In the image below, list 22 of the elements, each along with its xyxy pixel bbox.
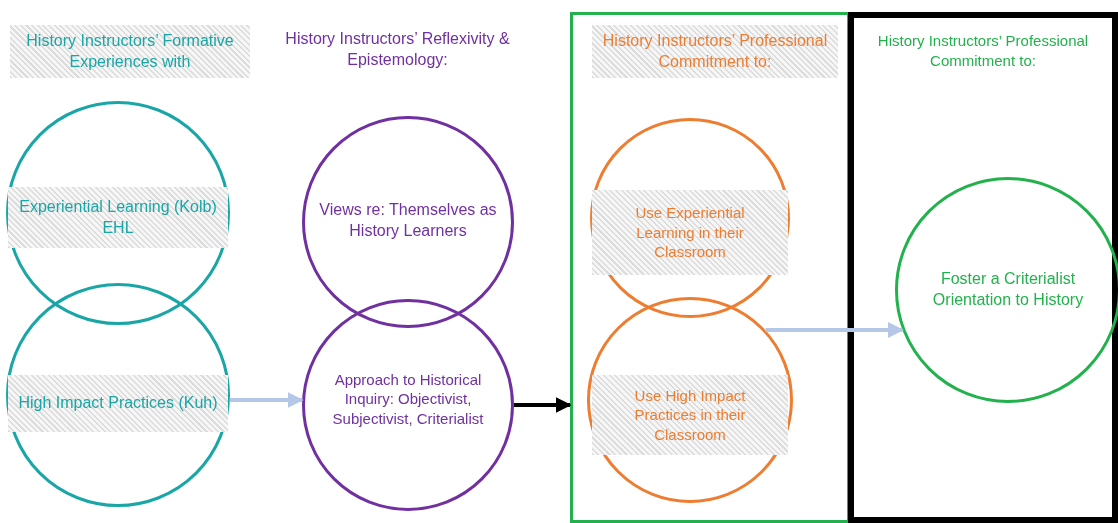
node-label: Views re: Themselves as History Learners: [318, 200, 498, 241]
column-panel: [848, 12, 1118, 523]
column-heading: History Instructors’ Reflexivity & Epistemology:: [284, 29, 511, 70]
node-label: Foster a Criterialist Orientation to History: [931, 269, 1085, 310]
arrow: [514, 397, 572, 413]
circle-node: [587, 297, 793, 503]
column-heading: History Instructors’ Professional Commitment to:: [876, 31, 1090, 71]
node-label: Approach to Historical Inquiry: Objectivist, Subjectivist, Criterialist: [331, 369, 485, 429]
circle-node: [6, 283, 230, 507]
node-label: Experiential Learning (Kolb) EHL: [8, 187, 228, 248]
circle-node: [302, 299, 514, 511]
arrow: [229, 392, 304, 408]
circle-node: [590, 118, 790, 318]
arrow: [765, 322, 904, 338]
column-panel: [570, 12, 850, 523]
node-label: Use Experiential Learning in their Classroom: [592, 190, 788, 275]
node-label: Use High Impact Practices in their Classroom: [592, 375, 788, 455]
column-heading: History Instructors’ Formative Experiences with: [10, 25, 250, 78]
column-heading: History Instructors’ Professional Commitment to:: [592, 25, 838, 78]
node-label: High Impact Practices (Kuh): [8, 375, 228, 432]
circle-node: [302, 116, 514, 328]
circle-node: [6, 101, 230, 325]
